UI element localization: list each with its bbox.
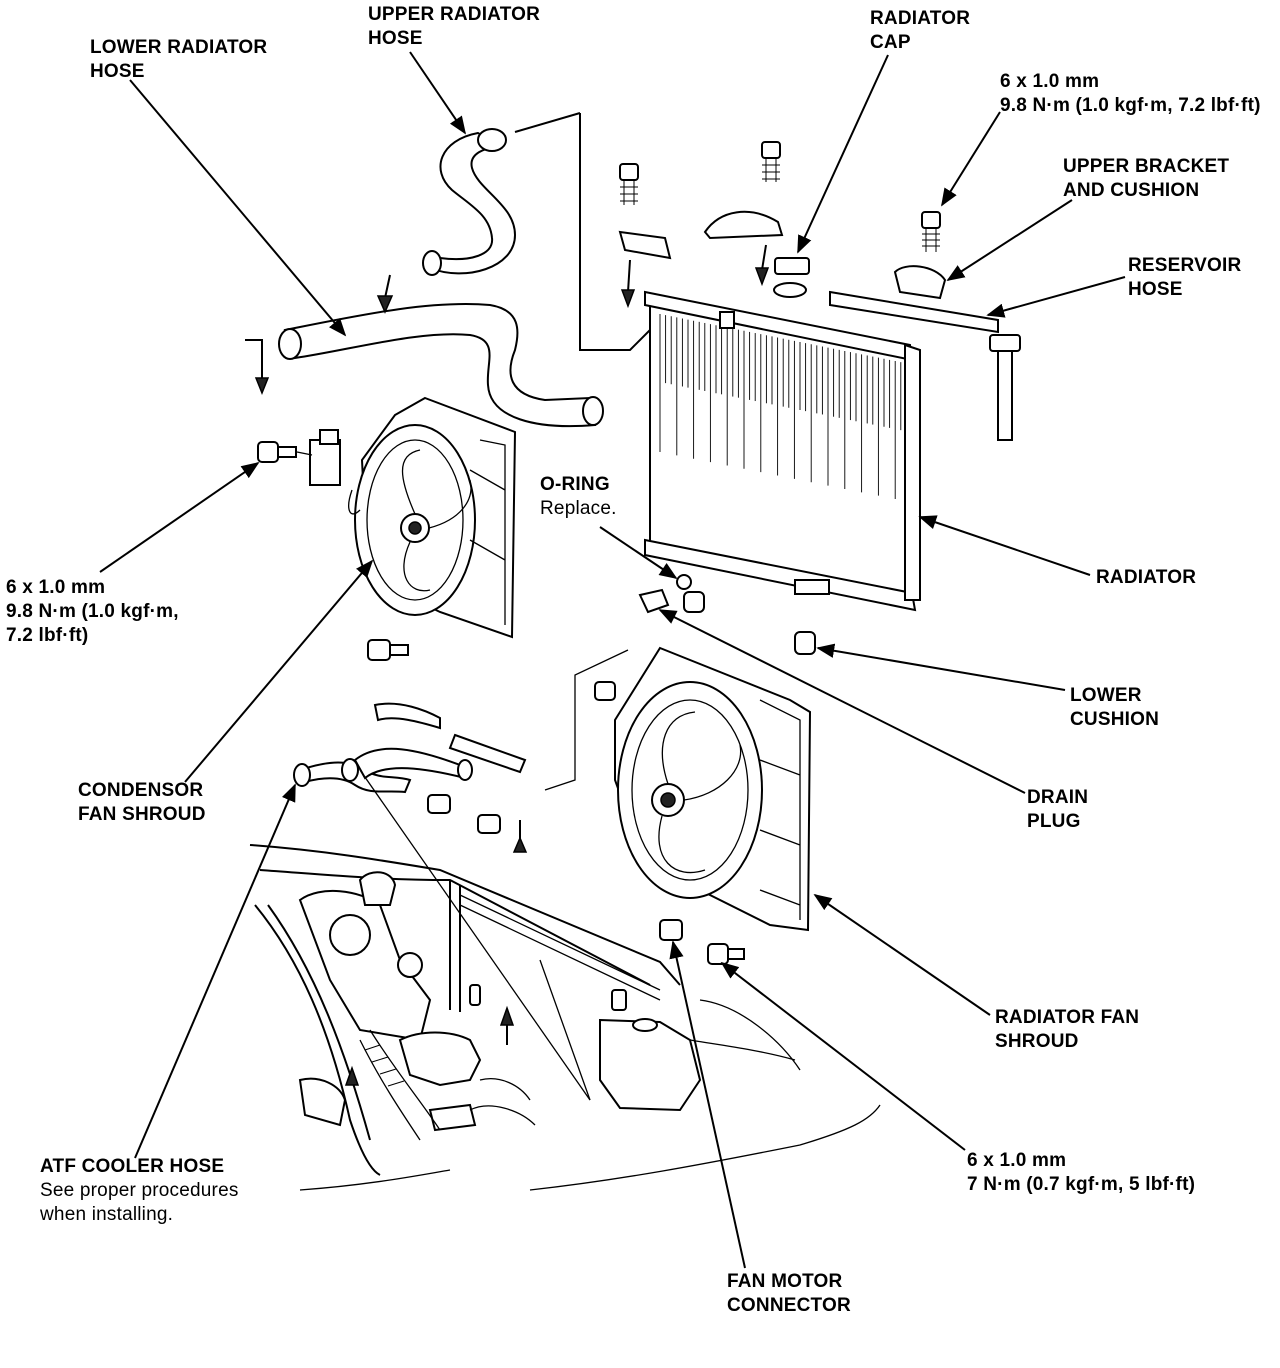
label-atf-cooler-note-1: See proper procedures — [40, 1180, 239, 1201]
bolt-lower-left — [367, 639, 409, 661]
radiator-fan-shroud-drawing — [594, 646, 812, 965]
label-atf-cooler-hose: ATF COOLER HOSE See proper procedures wh… — [40, 1156, 239, 1225]
label-radiator: RADIATOR — [1096, 567, 1197, 588]
leader-lines — [99, 51, 1126, 1269]
upper-bracket-drawing — [618, 141, 947, 300]
lower-radiator-hose — [278, 303, 604, 428]
atf-cooler-hoses — [293, 702, 527, 834]
label-atf-cooler-note-2: when installing. — [40, 1204, 174, 1225]
label-o-ring-note: Replace. — [540, 498, 617, 519]
condensor-fan-shroud-drawing — [309, 396, 517, 639]
radiator-drawing — [644, 257, 921, 655]
engine-bay-drawing — [249, 769, 881, 1191]
upper-radiator-hose — [422, 128, 517, 276]
reservoir-hose-drawing — [829, 290, 1021, 441]
drain-plug-drawing — [638, 574, 692, 614]
bolt-left — [257, 441, 297, 463]
